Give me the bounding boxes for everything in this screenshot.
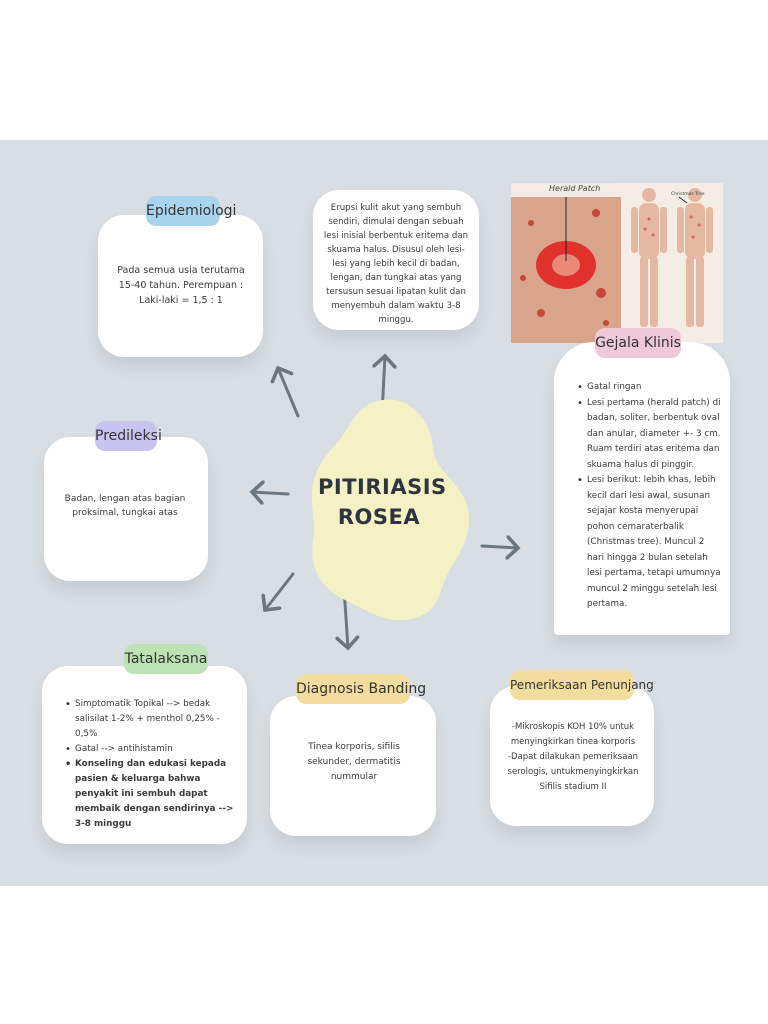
definisi-card [313, 190, 479, 330]
center-blob [311, 399, 470, 621]
diagnosis-card [270, 696, 436, 836]
herald-patch-caption: Herald Patch [549, 184, 601, 193]
penunjang-line-2: -Dapat dilakukan pemeriksaan serologis, … [507, 752, 639, 792]
gejala-item-1: Gatal ringan [577, 380, 724, 396]
tatalaksana-item-1: Simptomatik Topikal --> bedak salisilat … [65, 697, 242, 742]
herald-patch-illustration [511, 183, 723, 343]
center-title-line1: PITIRIASIS [318, 475, 447, 499]
predileksi-label: Predileksi [95, 421, 162, 451]
diagnosis-text: Tinea korporis, sifilis sekunder, dermat… [307, 742, 401, 782]
penunjang-label: Pemeriksaan Penunjang [510, 670, 654, 700]
arrow-to-epidemiologi [278, 368, 300, 418]
tatalaksana-item-2: Gatal --> antihistamin [65, 742, 242, 757]
herald-patch-photo: Herald Patch Christmas Tree [511, 183, 723, 343]
tatalaksana-list: Simptomatik Topikal --> bedak salisilat … [64, 697, 242, 832]
christmas-tree-caption: Christmas Tree [671, 192, 705, 197]
gejala-item-2: Lesi pertama (herald patch) di badan, so… [577, 396, 724, 474]
predileksi-card [44, 437, 208, 581]
diagnosis-label: Diagnosis Banding [296, 674, 426, 704]
gejala-item-3: Lesi berikut: lebih khas, lebih kecil da… [577, 473, 724, 613]
penunjang-text: -Mikroskopis KOH 10% untuk menyingkirkan… [500, 720, 646, 795]
epidemiologi-label: Epidemiologi [146, 196, 236, 226]
predileksi-text: Badan, lengan atas bagian proksimal, tun… [64, 494, 186, 518]
arrow-to-predileksi [252, 492, 290, 494]
epidemiologi-card [98, 215, 263, 357]
definisi-text: Erupsi kulit akut yang sembuh sendiri, d… [323, 203, 469, 325]
arrow-to-tatalaksana [265, 572, 295, 610]
gejala-list: Gatal ringan Lesi pertama (herald patch)… [576, 380, 724, 613]
gejala-label: Gejala Klinis [595, 328, 681, 358]
epidemiologi-text: Pada semua usia terutama 15-40 tahun. Pe… [117, 265, 245, 306]
center-title-line2: ROSEA [337, 505, 421, 529]
penunjang-line-1: -Mikroskopis KOH 10% untuk menyingkirkan… [510, 722, 636, 747]
tatalaksana-label: Tatalaksana [124, 644, 208, 674]
center-title: PITIRIASIS ROSEA [318, 472, 447, 532]
arrow-to-gejala [480, 546, 518, 548]
tatalaksana-item-3: Konseling dan edukasi kepada pasien & ke… [65, 757, 242, 832]
penunjang-card [490, 686, 654, 826]
